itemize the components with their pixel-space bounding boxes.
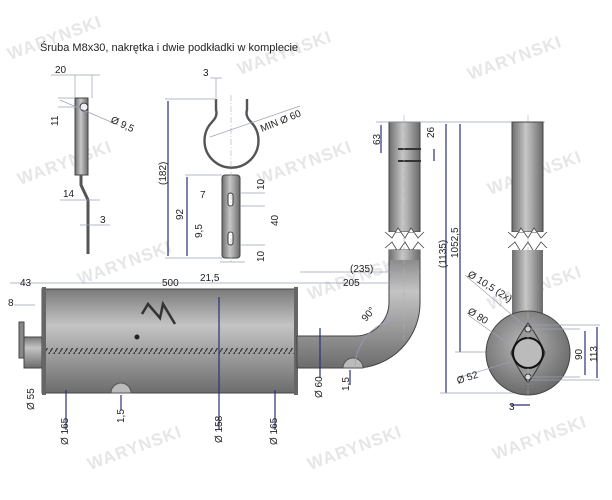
dim-bracket-width: 20 (55, 65, 67, 76)
watermark: WARYNSKI (15, 137, 115, 189)
dim-slot-gap: 26 (426, 126, 437, 138)
dim-slot-spacing: 40 (270, 214, 281, 226)
clamp-view: 3 MIN Ø 60 (182) 92 7 10 40 10 9,5 21,5 (158, 68, 303, 284)
dim-bend-angle: 90° (360, 305, 378, 324)
dim-inner-diameter: Ø 52 (456, 370, 480, 387)
dim-hole-spacing: 90 (574, 348, 585, 360)
dim-body-length: 500 (162, 278, 179, 289)
watermark: WARYNSKI (305, 422, 405, 474)
watermark: WARYNSKI (255, 137, 355, 189)
dim-pipe-height: 1052,5 (450, 227, 461, 258)
dim-bottom-margin: 10 (256, 250, 267, 262)
watermark: WARYNSKI (465, 32, 565, 84)
dim-inlet-diameter: Ø 55 (26, 388, 37, 410)
dim-pipe-wall: 1,5 (341, 377, 352, 391)
dim-hole-diameter: Ø 9,5 (109, 115, 136, 135)
dim-total-height: (1135) (438, 240, 449, 268)
dim-bracket-offset: 14 (63, 189, 75, 200)
dim-hole-offset: 11 (50, 115, 61, 126)
dim-inlet-length: 43 (20, 278, 32, 289)
dim-wall-thickness: 1,5 (116, 409, 127, 423)
watermark-layer: WARYNSKI WARYNSKI WARYNSKI WARYNSKI WARY… (5, 12, 590, 474)
dim-outlet-total: (235) (350, 264, 373, 275)
dim-slot-width: 7 (200, 190, 206, 201)
dim-tab-height: 92 (175, 208, 186, 220)
brand-logo-icon (140, 300, 177, 325)
dim-outlet-length: 205 (343, 278, 360, 289)
watermark: WARYNSKI (75, 237, 175, 289)
dim-clamp-thickness: 3 (203, 68, 209, 79)
dim-flange-thickness: 3 (509, 402, 515, 413)
dim-top-hole: 63 (372, 133, 383, 145)
dim-end-diameter-right: Ø 165 (269, 417, 280, 445)
watermark: WARYNSKI (85, 422, 185, 474)
muffler-side-view: 43 8 500 205 (235) Ø 55 Ø 165 1,5 Ø 158 … (8, 249, 421, 445)
dim-flange-diameter: Ø 80 (465, 306, 490, 327)
kit-note: Śruba M8x30, nakrętka i dwie podkładki w… (40, 41, 298, 54)
dim-slot-length: 9,5 (194, 224, 205, 238)
watermark: WARYNSKI (5, 12, 105, 64)
tailpipe-view: 63 26 (1135) 1052,5 (372, 115, 545, 394)
dim-tab-width: 21,5 (200, 273, 220, 284)
dim-flange-length: 113 (589, 346, 600, 362)
dim-body-diameter: Ø 158 (214, 415, 225, 443)
watermark: WARYNSKI (490, 412, 590, 464)
dim-pipe-diameter: Ø 60 (314, 376, 325, 398)
dim-top-margin: 10 (256, 178, 267, 190)
dim-end-diameter-left: Ø 165 (60, 417, 71, 445)
dim-bracket-thickness: 3 (100, 215, 106, 226)
dim-clamp-height: (182) (158, 162, 169, 185)
dim-flange: 8 (8, 298, 14, 309)
